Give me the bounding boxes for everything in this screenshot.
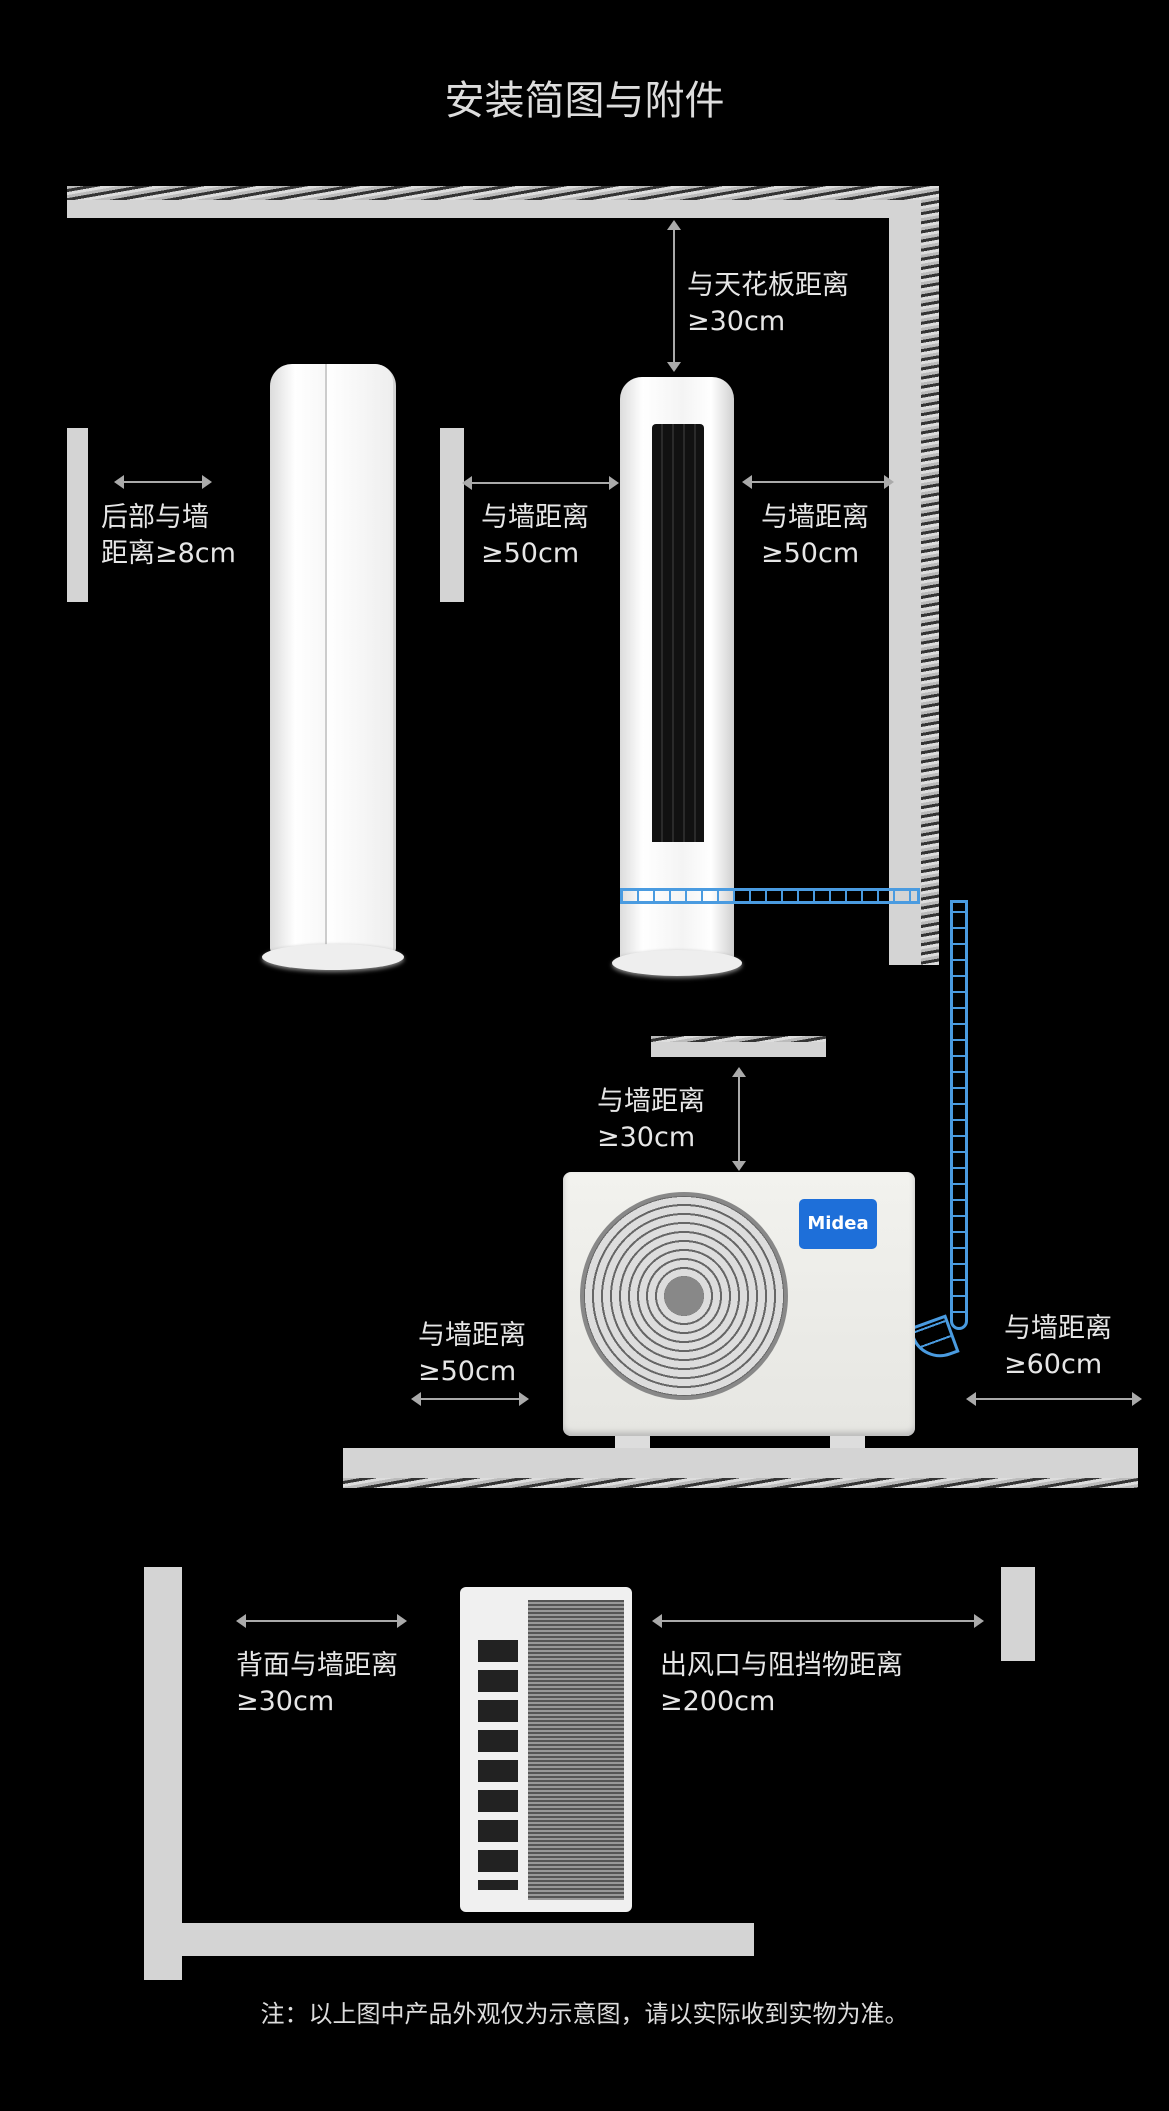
air-outlet-grille — [652, 424, 704, 842]
refrigerant-pipe — [950, 900, 968, 1330]
rear-distance-label: 后部与墙距离≥8cm — [101, 500, 236, 572]
outdoor-unit-foot — [830, 1436, 865, 1448]
right-distance-label: 与墙距离 ≥60cm — [1004, 1311, 1112, 1383]
refrigerant-pipe — [620, 888, 920, 904]
back-distance-arrow — [236, 1614, 407, 1628]
right-wall — [889, 200, 921, 965]
label-line: 与墙距离 — [418, 1320, 526, 1351]
label-line: 与天花板距离 — [687, 270, 849, 301]
label-line: ≥30cm — [236, 1686, 335, 1717]
right-wall-hatch — [921, 200, 939, 965]
condenser-coil — [528, 1600, 624, 1900]
label-line: 出风口与阻挡物距离 — [660, 1650, 903, 1681]
outdoor-floor-hatch — [343, 1478, 1138, 1488]
label-line: 背面与墙距离 — [236, 1650, 398, 1681]
label-line: 后部与墙 — [101, 502, 209, 533]
right-distance-arrow — [966, 1392, 1142, 1406]
label-line: ≥30cm — [597, 1122, 696, 1153]
label-line: 与墙距离 — [481, 502, 589, 533]
back-wall — [144, 1567, 182, 1980]
label-line: ≥200cm — [660, 1686, 776, 1717]
right-wall-distance-label: 与墙距离 ≥50cm — [761, 500, 869, 572]
side-floor — [182, 1923, 754, 1956]
obstacle — [1001, 1567, 1035, 1661]
indoor-unit-panel — [325, 364, 393, 954]
fan-grille — [580, 1192, 788, 1400]
ceiling — [67, 200, 939, 218]
footnote: 注：以上图中产品外观仅为示意图，请以实际收到实物为准。 — [260, 2000, 909, 2028]
label-line: ≥50cm — [418, 1356, 517, 1387]
label-line: 与墙距离 — [761, 502, 869, 533]
rear-wall — [67, 428, 88, 602]
page-title: 安装简图与附件 — [444, 78, 725, 124]
outlet-distance-label: 出风口与阻挡物距离 ≥200cm — [660, 1648, 903, 1720]
top-distance-arrow — [732, 1067, 746, 1171]
top-distance-label: 与墙距离 ≥30cm — [597, 1084, 705, 1156]
ceiling-distance-arrow — [667, 220, 681, 372]
outlet-distance-arrow — [652, 1614, 984, 1628]
outdoor-unit-foot — [615, 1436, 650, 1448]
label-line: ≥50cm — [481, 538, 580, 569]
left-wall-distance-label: 与墙距离 ≥50cm — [481, 500, 589, 572]
side-wall — [440, 428, 464, 602]
indoor-unit-base — [262, 944, 404, 970]
left-wall-distance-arrow — [462, 476, 619, 490]
outdoor-floor — [343, 1448, 1138, 1478]
left-distance-arrow — [411, 1392, 529, 1406]
label-line: 与墙距离 — [597, 1086, 705, 1117]
overhead-slab-hatch — [651, 1036, 826, 1042]
back-distance-label: 背面与墙距离 ≥30cm — [236, 1648, 398, 1720]
label-line: 距离≥8cm — [101, 538, 236, 569]
rear-distance-arrow — [114, 475, 212, 489]
label-line: ≥30cm — [687, 306, 786, 337]
fan-hub — [664, 1276, 704, 1316]
ceiling-distance-label: 与天花板距离 ≥30cm — [687, 268, 849, 340]
label-line: 与墙距离 — [1004, 1313, 1112, 1344]
label-line: ≥50cm — [761, 538, 860, 569]
indoor-unit-base — [612, 950, 742, 976]
overhead-slab — [651, 1042, 826, 1057]
ceiling-hatch — [67, 186, 939, 200]
right-wall-distance-arrow — [742, 475, 894, 489]
brand-logo: Midea — [799, 1199, 877, 1249]
left-distance-label: 与墙距离 ≥50cm — [418, 1318, 526, 1390]
side-vents — [478, 1640, 518, 1890]
label-line: ≥60cm — [1004, 1349, 1103, 1380]
